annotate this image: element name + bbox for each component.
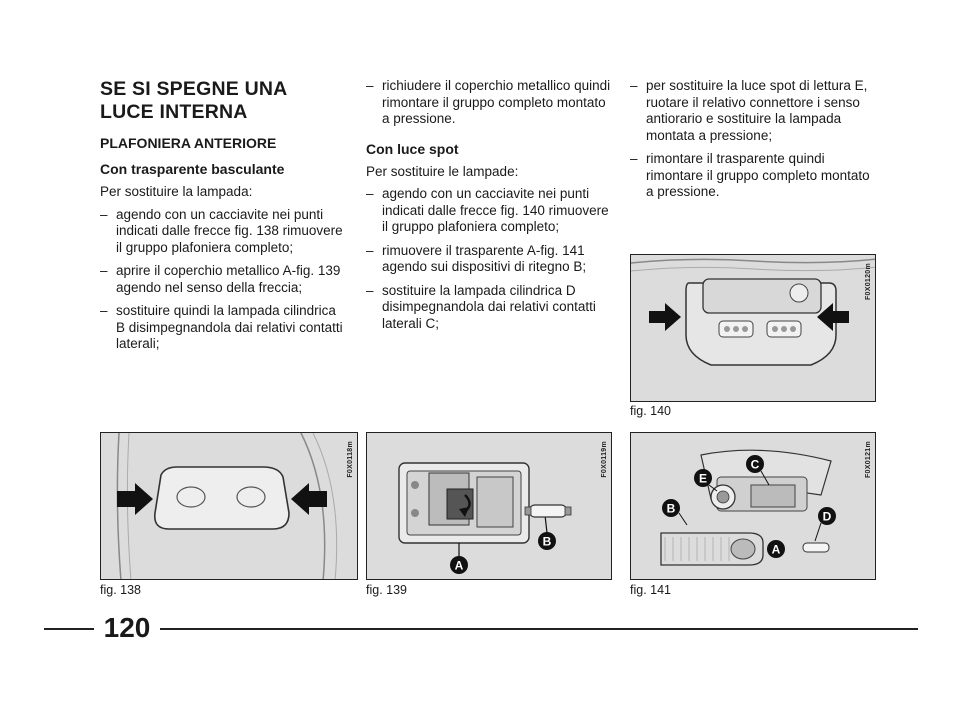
ceiling-light-basculante-illustration [116,433,338,579]
col1-list: agendo con un cacciavite nei punti indic… [100,207,345,353]
page-number: 120 [103,612,151,643]
title-line-1: SE SI SPEGNE UNA [100,78,288,100]
section-heading: PLAFONIERA ANTERIORE [100,135,277,151]
figure-140: F0X0120m [630,254,876,402]
list-item: per sostituire la luce spot di lettura E… [630,78,875,144]
callout-a: A [772,543,781,557]
callout-b: B [543,535,552,549]
figure-138: F0X0118m [100,432,358,580]
ceiling-light-spot-illustration [631,258,875,366]
list-item: agendo con un cacciavite nei punti indic… [100,207,345,257]
footer-rule-left [44,628,94,630]
ceiling-light-open-cover-illustration: A B [398,462,572,574]
subsection-heading-spot: Con luce spot [366,140,459,157]
col1-intro: Per sostituire la lampada: [100,184,253,199]
figure-caption: fig. 141 [630,583,672,597]
figure-caption: fig. 139 [366,583,408,597]
ceiling-light-exploded-illustration: B A C D E [660,449,836,566]
col2-list-top: richiudere il coperchio metallico quindi… [366,78,611,128]
callout-e: E [699,472,707,486]
callout-c: C [751,458,760,472]
figure-code: F0X0121m [865,441,872,479]
list-item: richiudere il coperchio metallico quindi… [366,78,611,128]
figure-code: F0X0118m [347,441,354,478]
column-3: per sostituire la luce spot di lettura E… [630,78,875,208]
column-2: richiudere il coperchio metallico quindi… [366,78,611,339]
title-line-2: LUCE INTERNA [100,101,248,123]
list-item: sostituire la lampada cilindrica D disim… [366,283,611,333]
subsection-heading-basculante: Con trasparente basculante [100,161,285,177]
page-title: SE SI SPEGNE UNA LUCE INTERNA [100,78,345,124]
list-item: aprire il coperchio metallico A-fig. 139… [100,263,345,296]
figure-code: F0X0120m [865,263,872,301]
figure-caption: fig. 140 [630,404,672,418]
list-item: rimontare il trasparente quindi rimontar… [630,151,875,201]
figure-139: A B F0X0119m [366,432,612,580]
col2-list: agendo con un cacciavite nei punti indic… [366,186,611,332]
column-1: SE SI SPEGNE UNA LUCE INTERNA PLAFONIERA… [100,78,345,360]
list-item: agendo con un cacciavite nei punti indic… [366,186,611,236]
footer-rule-right [160,628,918,630]
list-item: rimuovere il trasparente A-fig. 141 agen… [366,243,611,276]
callout-b: B [667,502,676,516]
figure-caption: fig. 138 [100,583,142,597]
col3-list: per sostituire la luce spot di lettura E… [630,78,875,201]
figure-code: F0X0119m [601,441,608,478]
callout-a: A [455,559,464,573]
list-item: sostituire quindi la lampada cilindrica … [100,303,345,353]
col2-intro: Per sostituire le lampade: [366,163,519,179]
callout-d: D [823,510,832,524]
figure-141: B A C D E F0X0121m [630,432,876,580]
